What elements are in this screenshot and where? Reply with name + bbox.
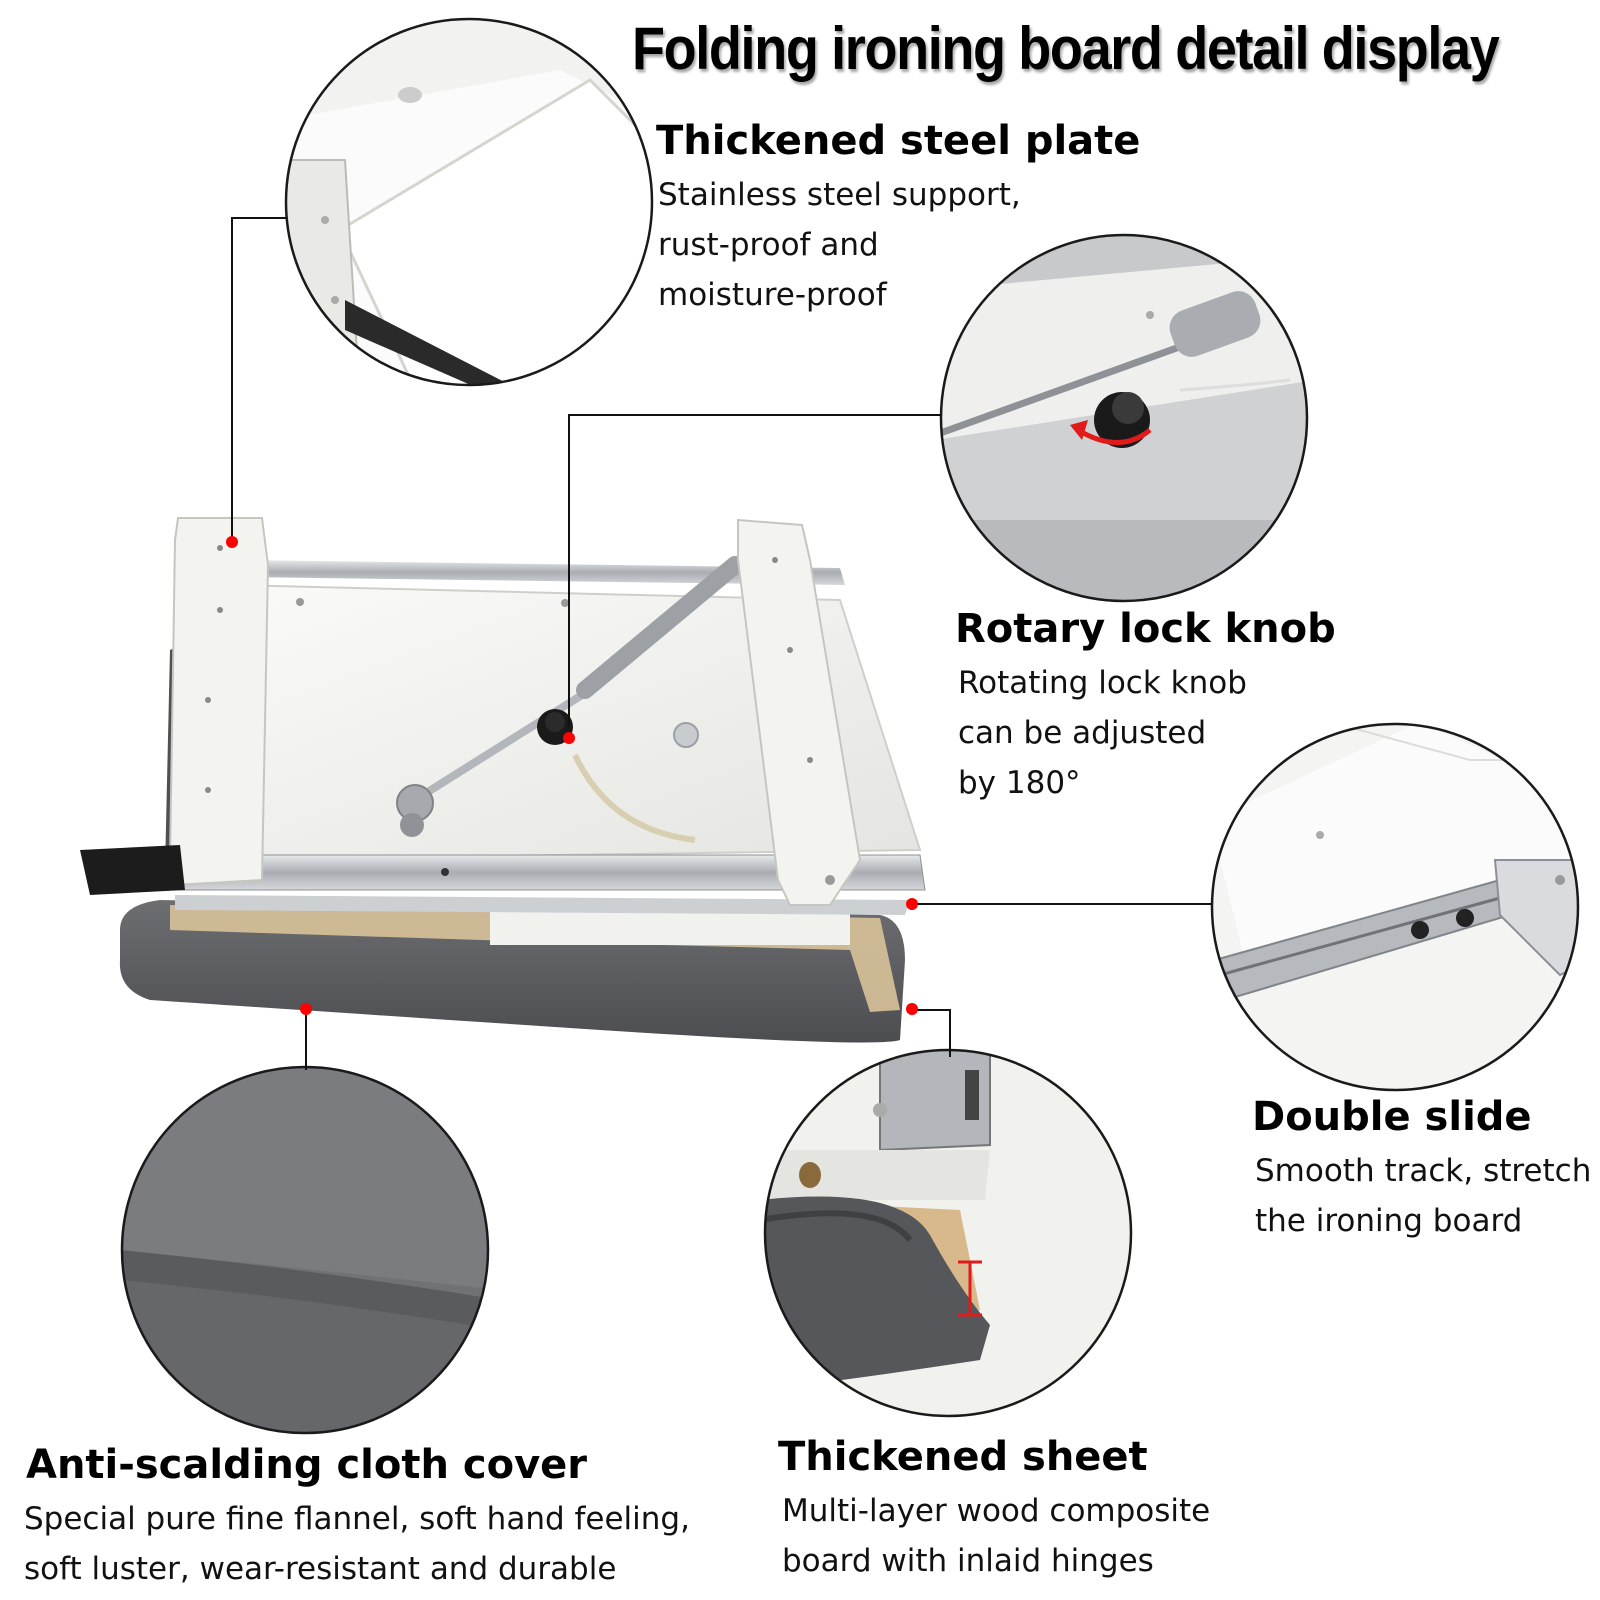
zoom-circle-steel-plate — [284, 17, 654, 387]
double-slide-heading: Double slide — [1252, 1094, 1532, 1140]
description-line: moisture-proof — [658, 277, 887, 313]
leader-lines — [231, 217, 1212, 1070]
description-line: can be adjusted — [958, 715, 1207, 751]
cloth-cover-heading: Anti-scalding cloth cover — [26, 1442, 588, 1488]
steel-plate-heading: Thickened steel plate — [656, 118, 1141, 164]
rotary-knob-description: Rotating lock knob can be adjusted by 18… — [958, 658, 1247, 808]
zoom-circle-thickened-sheet — [763, 1048, 1133, 1418]
zoom-circle-cloth-cover — [120, 1065, 490, 1435]
marker-thick-sheet — [906, 1003, 918, 1015]
gas-strut — [576, 556, 744, 699]
zoom-circle-double-slide — [1210, 722, 1580, 1092]
left-bracket — [168, 517, 270, 887]
description-line: by 180° — [958, 765, 1081, 801]
rotary-knob-heading: Rotary lock knob — [955, 606, 1336, 652]
description-line: board with inlaid hinges — [782, 1543, 1154, 1579]
thick-sheet-heading: Thickened sheet — [778, 1434, 1148, 1480]
marker-cloth-cover — [300, 1003, 312, 1015]
description-line: soft luster, wear-resistant and durable — [24, 1551, 617, 1587]
marker-double-slide — [906, 898, 918, 910]
description-line: rust-proof and — [658, 227, 879, 263]
marker-steel-plate — [226, 536, 238, 548]
double-slide-description: Smooth track, stretch the ironing board — [1255, 1146, 1591, 1246]
top-rail — [240, 560, 845, 585]
steel-plate-description: Stainless steel support, rust-proof and … — [658, 170, 1021, 320]
description-line: Rotating lock knob — [958, 665, 1247, 701]
description-line: the ironing board — [1255, 1203, 1523, 1239]
right-bracket — [737, 518, 862, 906]
description-line: Multi-layer wood composite — [782, 1493, 1211, 1529]
description-line: Smooth track, stretch — [1255, 1153, 1592, 1189]
cloth-cover-description: Special pure fine flannel, soft hand fee… — [24, 1494, 690, 1594]
marker-dots — [226, 536, 918, 1015]
thick-sheet-description: Multi-layer wood composite board with in… — [782, 1486, 1210, 1586]
ironing-board-photo — [80, 517, 926, 1043]
page-title: Folding ironing board detail display — [632, 15, 1500, 82]
description-line: Stainless steel support, — [658, 177, 1021, 213]
marker-rotary-knob — [563, 732, 575, 744]
description-line: Special pure fine flannel, soft hand fee… — [24, 1501, 690, 1537]
